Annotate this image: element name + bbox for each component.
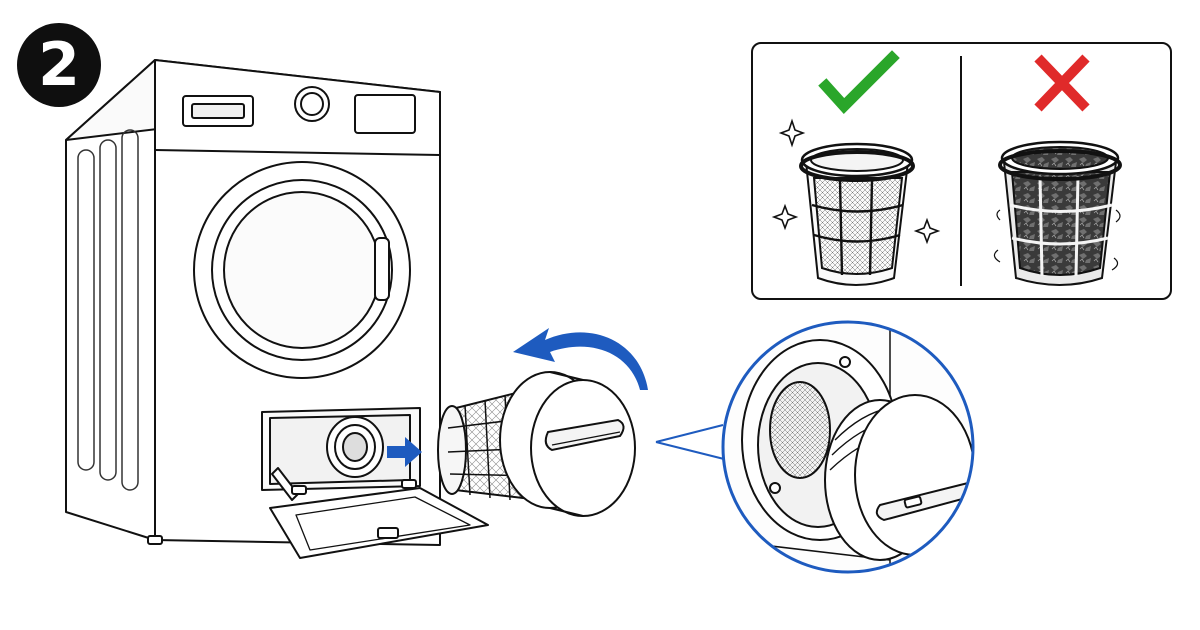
- step-badge: 2: [17, 23, 101, 107]
- counterclockwise-arrow-icon: [513, 328, 648, 390]
- door-glass: [223, 191, 381, 349]
- zoom-callout: [655, 320, 975, 574]
- sparkle-icon: [771, 118, 941, 245]
- step-number: 2: [38, 30, 80, 100]
- control-display: [354, 94, 416, 134]
- washing-machine: [65, 59, 489, 559]
- side-ribs: [77, 129, 139, 491]
- right-arrow-icon: [387, 437, 422, 467]
- zoom-circle: [721, 320, 975, 574]
- door-handle: [374, 237, 390, 301]
- checkmark-icon: [818, 50, 900, 114]
- removed-drain-filter: [437, 371, 636, 517]
- cross-icon: [1034, 54, 1090, 112]
- clogged-filter-illustration: [993, 140, 1122, 286]
- clean-filter-illustration: [799, 142, 915, 286]
- filter-cap-face: [530, 379, 636, 517]
- hatch-cover: [269, 487, 489, 559]
